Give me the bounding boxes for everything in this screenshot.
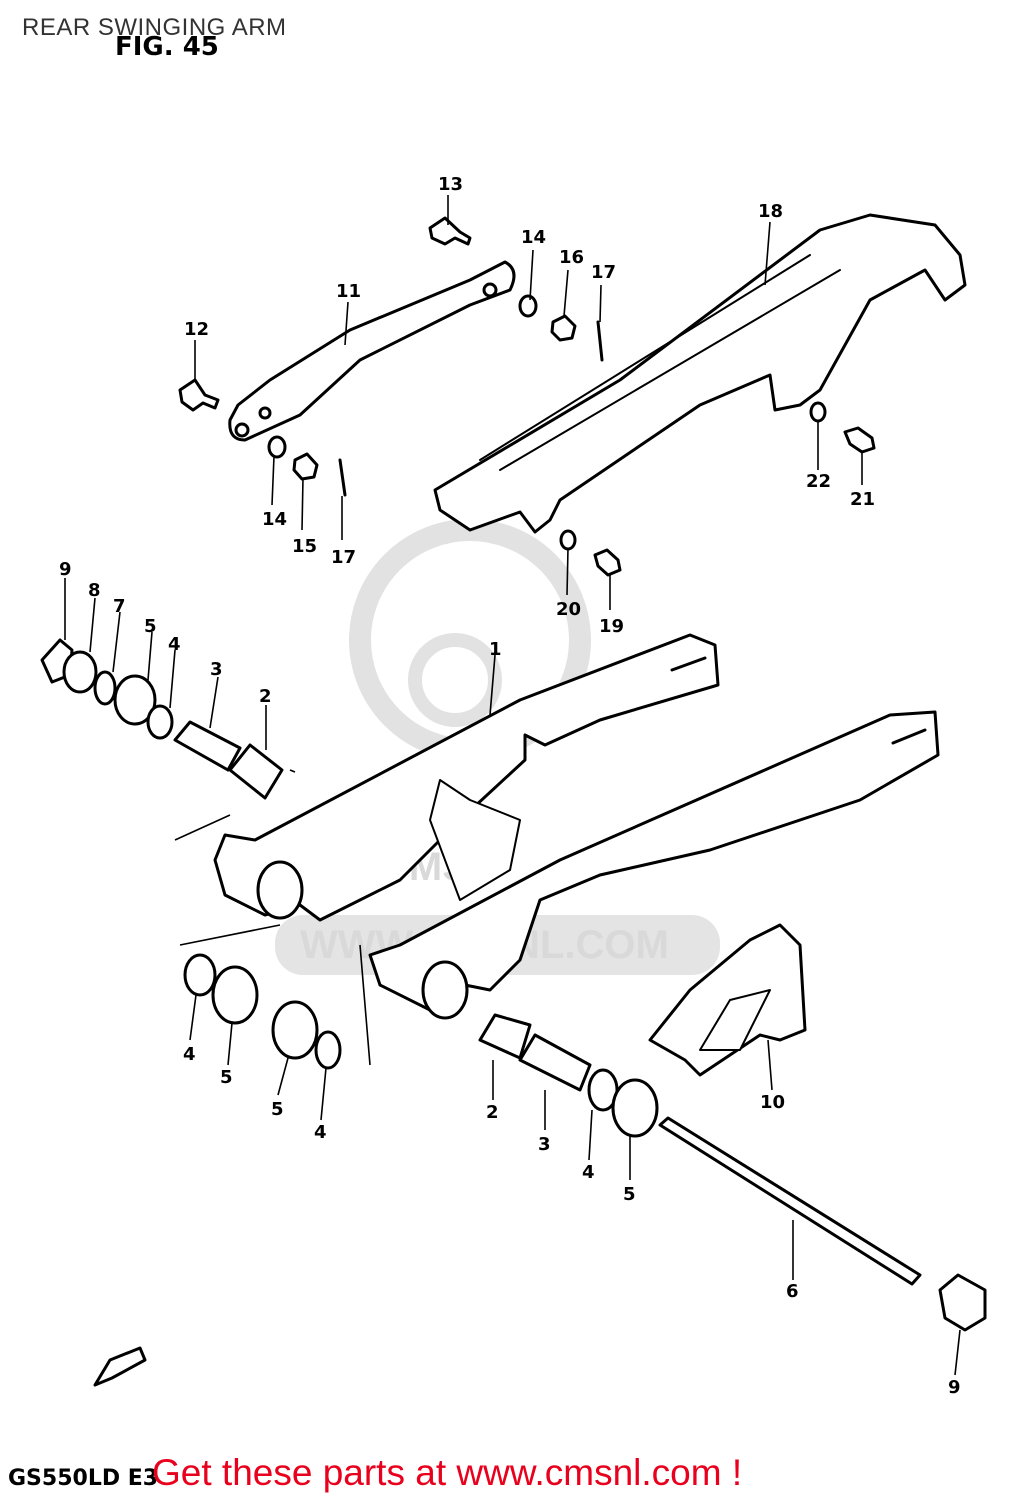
callout-9b: 9 xyxy=(948,1377,961,1398)
callout-3a: 3 xyxy=(210,659,223,680)
part-bolt-21[interactable] xyxy=(843,426,876,454)
model-code: GS550LD E3 xyxy=(8,1466,159,1491)
leader-lines xyxy=(64,195,961,1376)
part-chain-guide[interactable] xyxy=(648,923,807,1077)
callout-21: 21 xyxy=(850,489,875,510)
callout-4b: 4 xyxy=(183,1044,196,1065)
callout-15: 15 xyxy=(292,536,317,557)
callout-5d: 5 xyxy=(623,1184,636,1205)
promo-link[interactable]: Get these parts at www.cmsnl.com ! xyxy=(152,1452,743,1493)
callout-9a: 9 xyxy=(59,559,72,580)
part-washer-8[interactable] xyxy=(62,650,98,694)
part-washer-22[interactable] xyxy=(809,401,827,423)
part-seal-5c[interactable] xyxy=(271,1000,319,1060)
page-title: REAR SWINGING ARM xyxy=(22,14,287,41)
part-seal-5d[interactable] xyxy=(611,1078,659,1138)
part-ring-7[interactable] xyxy=(93,670,117,706)
part-cotter-pin-17b[interactable] xyxy=(338,458,347,497)
callout-14b: 14 xyxy=(262,509,287,530)
part-nut-15[interactable] xyxy=(292,452,319,481)
callout-12: 12 xyxy=(184,319,209,340)
part-washer-14a[interactable] xyxy=(518,294,538,318)
part-torque-link[interactable] xyxy=(228,260,516,442)
callout-16: 16 xyxy=(559,247,584,268)
callout-17b: 17 xyxy=(331,547,356,568)
callout-19: 19 xyxy=(599,616,624,637)
callout-5c: 5 xyxy=(271,1099,284,1120)
part-seal-5b[interactable] xyxy=(211,965,259,1025)
callout-13: 13 xyxy=(438,174,463,195)
callout-8: 8 xyxy=(88,580,101,601)
part-swing-arm[interactable] xyxy=(213,633,720,922)
callout-5a: 5 xyxy=(144,616,157,637)
callout-11: 11 xyxy=(336,281,361,302)
fwd-arrow-icon xyxy=(93,1346,147,1387)
callout-4a: 4 xyxy=(168,634,181,655)
callout-2b: 2 xyxy=(486,1102,499,1123)
part-pivot-shaft[interactable] xyxy=(658,1116,922,1286)
part-nut-16[interactable] xyxy=(550,314,577,342)
callout-5b: 5 xyxy=(220,1067,233,1088)
callout-17a: 17 xyxy=(591,262,616,283)
part-bearing-2a[interactable] xyxy=(228,743,284,800)
callout-3b: 3 xyxy=(538,1134,551,1155)
part-cotter-pin-17a[interactable] xyxy=(596,320,604,362)
callout-18: 18 xyxy=(758,201,783,222)
part-bolt-12[interactable] xyxy=(178,378,220,412)
callout-14a: 14 xyxy=(521,227,546,248)
callout-22: 22 xyxy=(806,471,831,492)
callout-4c: 4 xyxy=(314,1122,327,1143)
part-spacer-3b[interactable] xyxy=(518,1033,592,1092)
callout-1: 1 xyxy=(489,639,502,660)
callout-20: 20 xyxy=(556,599,581,620)
callout-4d: 4 xyxy=(582,1162,595,1183)
part-washer-4a[interactable] xyxy=(146,704,174,740)
part-spacer-3a[interactable] xyxy=(173,720,242,772)
part-washer-14b[interactable] xyxy=(267,435,287,459)
callout-6: 6 xyxy=(786,1281,799,1302)
part-bolt-13[interactable] xyxy=(428,216,472,246)
part-bolt-19[interactable] xyxy=(593,548,622,577)
callout-2a: 2 xyxy=(259,686,272,707)
part-washer-4c[interactable] xyxy=(314,1030,342,1070)
part-nut-9b[interactable] xyxy=(938,1273,987,1332)
callout-10: 10 xyxy=(760,1092,785,1113)
part-chain-case[interactable] xyxy=(433,213,967,534)
figure-number: FIG. 45 xyxy=(115,32,219,62)
part-bearing-2b[interactable] xyxy=(478,1013,532,1060)
callout-7: 7 xyxy=(113,596,126,617)
part-washer-4b[interactable] xyxy=(183,953,217,997)
part-seal-5a[interactable] xyxy=(113,674,157,726)
part-washer-20[interactable] xyxy=(559,529,577,551)
